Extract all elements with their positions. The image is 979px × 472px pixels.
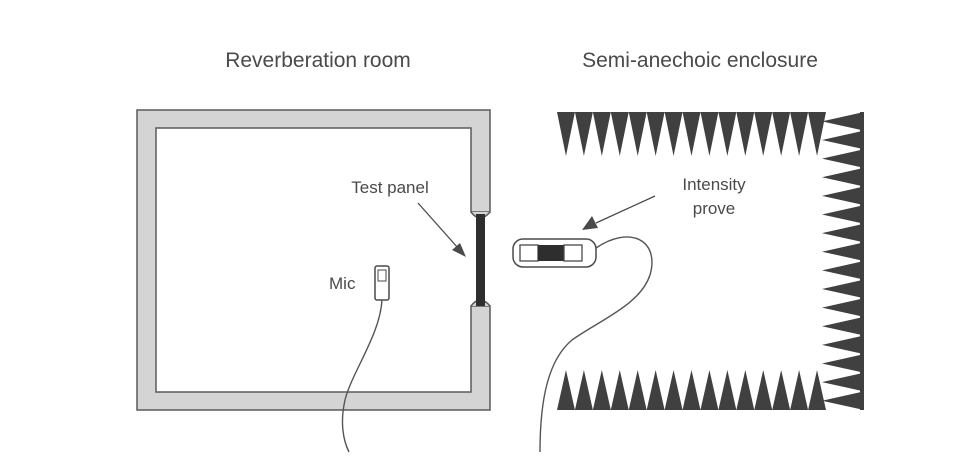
- top-wedge: [628, 112, 647, 156]
- bottom-wedge: [664, 370, 683, 410]
- test-panel-arrowhead: [452, 243, 466, 257]
- reverberation-room-wall-main: [136, 109, 491, 411]
- top-wedge: [736, 112, 755, 156]
- test-panel: [476, 214, 485, 306]
- probe-mic-right: [563, 244, 583, 262]
- top-wedge: [557, 112, 575, 156]
- right-wedge-backing: [860, 112, 864, 410]
- top-wedge: [808, 112, 826, 156]
- right-wedge: [822, 372, 864, 392]
- semi-anechoic-enclosure-title: Semi-anechoic enclosure: [582, 49, 818, 72]
- probe-spacer: [538, 245, 564, 261]
- right-wedge: [822, 242, 864, 261]
- intensity-probe-label-line1: Intensity: [682, 175, 746, 194]
- right-wedge: [822, 167, 864, 187]
- right-wedge: [822, 316, 864, 336]
- bottom-wedge: [610, 370, 629, 410]
- bottom-wedge: [772, 370, 791, 410]
- right-wedge: [822, 354, 864, 373]
- top-wedge: [700, 112, 719, 156]
- bottom-wedge: [790, 370, 809, 410]
- mic-label: Mic: [329, 274, 356, 293]
- top-wedge: [646, 112, 665, 156]
- top-wedge: [718, 112, 737, 156]
- bottom-wedge: [682, 370, 701, 410]
- probe-mic-left: [519, 244, 539, 262]
- test-panel-arrow-line: [417, 202, 459, 249]
- top-wedge: [574, 112, 593, 156]
- right-wedge: [822, 205, 864, 224]
- top-wedge: [610, 112, 629, 156]
- test-panel-label: Test panel: [351, 178, 429, 197]
- top-wedge: [754, 112, 773, 156]
- bottom-wedge: [736, 370, 755, 410]
- intensity-probe-arrowhead: [582, 216, 598, 230]
- mic: [374, 265, 390, 301]
- bottom-wedge: [700, 370, 719, 410]
- right-wedge: [822, 112, 864, 131]
- mic-cable: [341, 299, 383, 453]
- mic-capsule: [377, 269, 387, 282]
- bottom-wedge: [557, 370, 575, 410]
- top-wedge: [592, 112, 611, 156]
- right-wedge: [822, 223, 864, 243]
- reverberation-room: [136, 109, 491, 411]
- right-wedge: [822, 130, 864, 150]
- bottom-wedge: [574, 370, 593, 410]
- right-wedge: [822, 391, 864, 410]
- intensity-probe-label-line2: prove: [693, 199, 736, 218]
- right-wedge: [822, 149, 864, 168]
- right-wedge: [822, 335, 864, 355]
- anechoic-wedges: [557, 112, 864, 410]
- bottom-wedge: [628, 370, 647, 410]
- right-wedge: [822, 261, 864, 280]
- reverberation-room-title: Reverberation room: [225, 49, 411, 72]
- bottom-wedge: [718, 370, 737, 410]
- top-wedge: [790, 112, 809, 156]
- intensity-probe: [512, 238, 597, 268]
- bottom-wedge: [754, 370, 773, 410]
- top-wedge: [682, 112, 701, 156]
- top-wedge: [664, 112, 683, 156]
- intensity-probe-arrow-line: [595, 195, 656, 224]
- top-wedge: [772, 112, 791, 156]
- right-wedge: [822, 279, 864, 299]
- right-wedge: [822, 186, 864, 206]
- bottom-wedge: [592, 370, 611, 410]
- probe-cable: [539, 236, 653, 453]
- bottom-wedge: [808, 370, 826, 410]
- right-wedge: [822, 298, 864, 317]
- bottom-wedge: [646, 370, 665, 410]
